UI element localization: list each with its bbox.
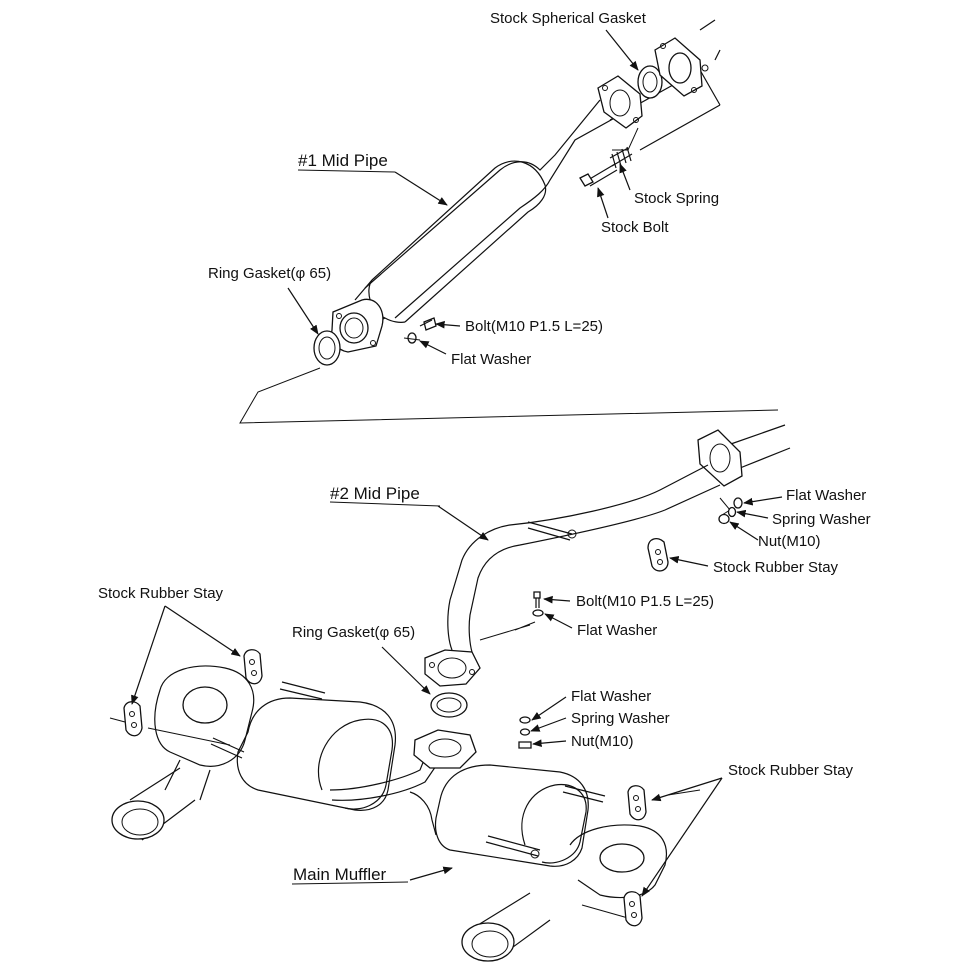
label-spring-washer-right: Spring Washer	[772, 511, 871, 528]
stock-spherical-gasket	[637, 65, 663, 99]
label-bolt-top: Bolt(M10 P1.5 L=25)	[465, 318, 603, 335]
spring-washer-right	[727, 506, 737, 518]
stock-rubber-stay-left-b	[243, 649, 263, 685]
stock-rubber-stay-left-a	[123, 701, 143, 737]
nut-right	[718, 513, 730, 525]
flat-washer-top	[403, 332, 421, 344]
label-flat-washer-lower: Flat Washer	[571, 688, 651, 705]
label-spring-washer-lower: Spring Washer	[571, 710, 670, 727]
label-stock-rubber-stay-left: Stock Rubber Stay	[98, 585, 224, 602]
mid-pipe-2-part	[424, 424, 791, 687]
label-stock-spherical-gasket: Stock Spherical Gasket	[490, 10, 647, 27]
label-bolt-mid: Bolt(M10 P1.5 L=25)	[576, 593, 714, 610]
stock-bolt	[579, 163, 618, 187]
ring-gasket-mid	[430, 692, 468, 718]
label-mid-pipe-2: #2 Mid Pipe	[330, 484, 420, 503]
vehicle-side-flange-top	[654, 37, 709, 97]
stock-rubber-stay-right-lower-a	[627, 785, 647, 821]
label-flat-washer-top: Flat Washer	[451, 351, 531, 368]
flat-washer-mid	[532, 609, 544, 617]
label-mid-pipe-1: #1 Mid Pipe	[298, 151, 388, 170]
nut-lower	[518, 741, 532, 749]
flat-washer-lower	[519, 716, 531, 724]
label-nut-right: Nut(M10)	[758, 533, 821, 550]
flat-washer-right	[733, 497, 743, 509]
stock-rubber-stay-right-lower-b	[623, 891, 643, 927]
label-ring-gasket-top: Ring Gasket(φ 65)	[208, 265, 331, 282]
label-stock-bolt: Stock Bolt	[601, 219, 669, 236]
main-muffler-part	[109, 665, 701, 962]
label-flat-washer-mid: Flat Washer	[577, 622, 657, 639]
label-ring-gasket-mid: Ring Gasket(φ 65)	[292, 624, 415, 641]
bolt-mid	[533, 591, 541, 608]
label-stock-rubber-stay-right-lower: Stock Rubber Stay	[728, 762, 854, 779]
label-flat-washer-right: Flat Washer	[786, 487, 866, 504]
label-stock-spring: Stock Spring	[634, 190, 719, 207]
spring-washer-lower	[519, 728, 531, 736]
ring-gasket-top	[313, 330, 341, 366]
stock-rubber-stay-right-upper	[647, 537, 669, 572]
bolt-top	[419, 317, 437, 331]
label-nut-lower: Nut(M10)	[571, 733, 634, 750]
mid-pipe-1-part	[239, 19, 779, 424]
leader-arrows	[131, 29, 783, 897]
label-stock-rubber-stay-right-upper: Stock Rubber Stay	[713, 559, 839, 576]
label-main-muffler: Main Muffler	[293, 865, 387, 884]
